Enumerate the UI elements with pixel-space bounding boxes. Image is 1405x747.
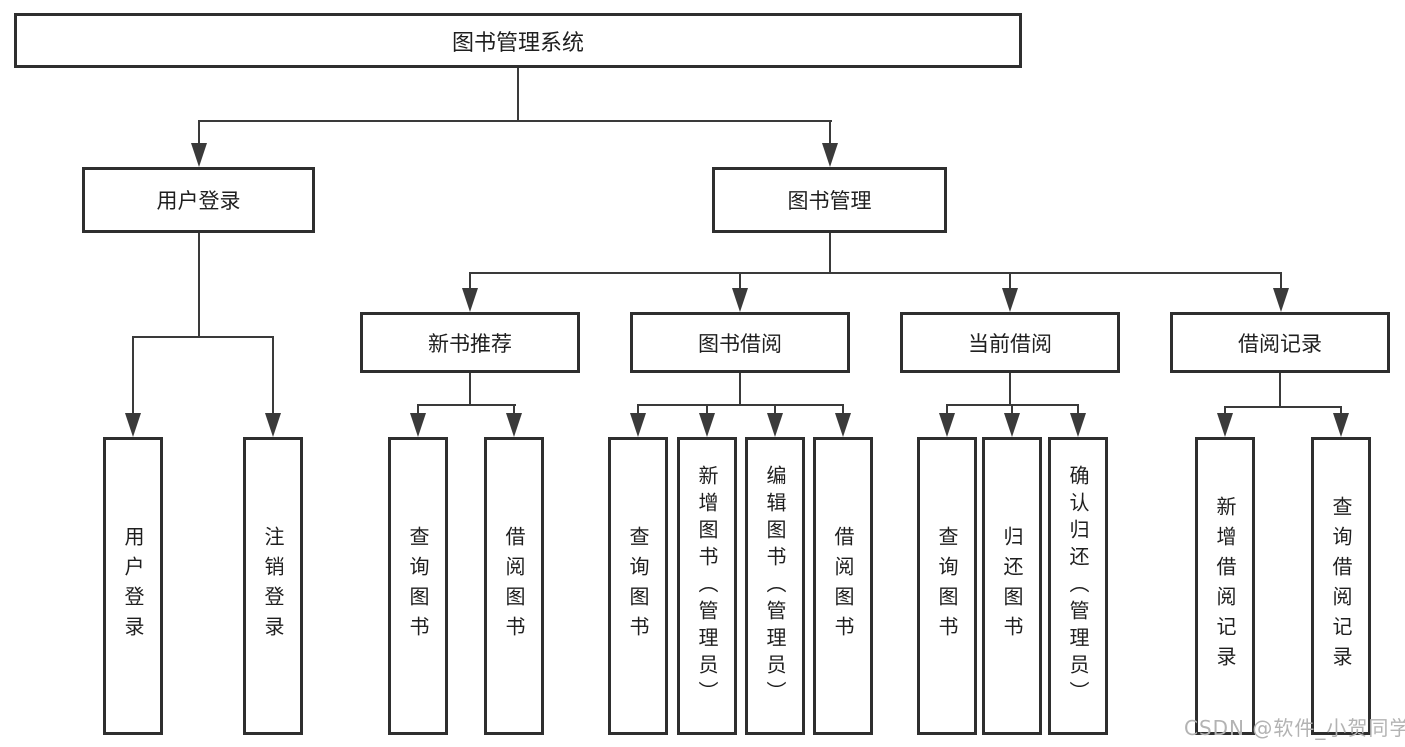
leaf-borrow-add-admin: 新增图书（管理员） bbox=[677, 437, 737, 735]
leaf-current-return-label: 归还图书 bbox=[1000, 526, 1024, 646]
connector-level3-rail bbox=[469, 272, 1282, 274]
connector-stub bbox=[1340, 406, 1342, 415]
connector-stub bbox=[132, 336, 134, 415]
node-root-label: 图书管理系统 bbox=[451, 30, 584, 56]
arrow-down-icon bbox=[410, 413, 426, 437]
leaf-user-login: 用户登录 bbox=[103, 437, 163, 735]
leaf-records-query-label: 查询借阅记录 bbox=[1329, 496, 1353, 676]
connector-rail bbox=[637, 404, 844, 406]
arrow-down-icon bbox=[1004, 413, 1020, 437]
connector-rail bbox=[1224, 406, 1342, 408]
leaf-borrow-edit-admin: 编辑图书（管理员） bbox=[745, 437, 805, 735]
node-borrow-records-label: 借阅记录 bbox=[1238, 331, 1322, 356]
node-user-login: 用户登录 bbox=[82, 167, 315, 233]
connector-stub bbox=[842, 404, 844, 415]
arrow-down-icon bbox=[939, 413, 955, 437]
connector-stub bbox=[513, 404, 515, 415]
leaf-current-confirm-admin-label: 确认归还（管理员） bbox=[1066, 464, 1090, 708]
leaf-logout: 注销登录 bbox=[243, 437, 303, 735]
connector-login-rail bbox=[132, 336, 274, 338]
csdn-watermark: CSDN @软件_小贺同学 bbox=[1184, 716, 1405, 740]
leaf-borrow-edit-admin-label: 编辑图书（管理员） bbox=[763, 464, 787, 708]
leaf-borrow-borrow: 借阅图书 bbox=[813, 437, 873, 735]
connector-level2-rail bbox=[198, 120, 832, 122]
arrow-down-icon bbox=[506, 413, 522, 437]
arrow-down-icon bbox=[462, 288, 478, 312]
leaf-user-login-label: 用户登录 bbox=[121, 526, 145, 646]
leaf-borrow-borrow-label: 借阅图书 bbox=[831, 526, 855, 646]
connector-stub bbox=[417, 404, 419, 415]
arrow-down-icon bbox=[732, 288, 748, 312]
leaf-newbook-query: 查询图书 bbox=[388, 437, 448, 735]
leaf-newbook-borrow-label: 借阅图书 bbox=[502, 526, 526, 646]
arrow-down-icon bbox=[1333, 413, 1349, 437]
leaf-current-query-label: 查询图书 bbox=[935, 526, 959, 646]
leaf-records-add-label: 新增借阅记录 bbox=[1213, 496, 1237, 676]
connector-rail bbox=[417, 404, 516, 406]
connector-stub bbox=[1011, 404, 1013, 415]
leaf-records-add: 新增借阅记录 bbox=[1195, 437, 1255, 735]
connector-stub bbox=[1224, 406, 1226, 415]
leaf-newbook-borrow: 借阅图书 bbox=[484, 437, 544, 735]
node-root: 图书管理系统 bbox=[14, 13, 1022, 68]
connector-stub bbox=[946, 404, 948, 415]
node-book-management-label: 图书管理 bbox=[787, 189, 872, 213]
connector-stub bbox=[706, 404, 708, 415]
arrow-down-icon bbox=[191, 143, 207, 167]
arrow-down-icon bbox=[265, 413, 281, 437]
connector-stub bbox=[829, 120, 831, 145]
connector-stub bbox=[1009, 272, 1011, 290]
leaf-current-return: 归还图书 bbox=[982, 437, 1042, 735]
connector-stub bbox=[469, 272, 471, 290]
node-current-borrow-label: 当前借阅 bbox=[968, 331, 1052, 356]
connector-stem bbox=[1279, 373, 1281, 408]
connector-stub bbox=[1077, 404, 1079, 415]
arrow-down-icon bbox=[630, 413, 646, 437]
arrow-down-icon bbox=[1273, 288, 1289, 312]
leaf-current-query: 查询图书 bbox=[917, 437, 977, 735]
connector-login-stem bbox=[198, 233, 200, 338]
arrow-down-icon bbox=[767, 413, 783, 437]
arrow-down-icon bbox=[125, 413, 141, 437]
leaf-logout-label: 注销登录 bbox=[261, 526, 285, 646]
node-current-borrow: 当前借阅 bbox=[900, 312, 1120, 373]
leaf-borrow-add-admin-label: 新增图书（管理员） bbox=[695, 464, 719, 708]
arrow-down-icon bbox=[699, 413, 715, 437]
leaf-current-confirm-admin: 确认归还（管理员） bbox=[1048, 437, 1108, 735]
connector-stub bbox=[774, 404, 776, 415]
leaf-records-query: 查询借阅记录 bbox=[1311, 437, 1371, 735]
connector-stub bbox=[739, 272, 741, 290]
node-book-borrow: 图书借阅 bbox=[630, 312, 850, 373]
node-new-book-recommend-label: 新书推荐 bbox=[428, 331, 512, 356]
leaf-borrow-query: 查询图书 bbox=[608, 437, 668, 735]
node-book-borrow-label: 图书借阅 bbox=[698, 331, 782, 356]
connector-stem bbox=[469, 373, 471, 406]
node-user-login-label: 用户登录 bbox=[156, 189, 241, 213]
arrow-down-icon bbox=[1070, 413, 1086, 437]
connector-stub bbox=[272, 336, 274, 415]
arrow-down-icon bbox=[1002, 288, 1018, 312]
connector-stem bbox=[1009, 373, 1011, 406]
leaf-newbook-query-label: 查询图书 bbox=[406, 526, 430, 646]
connector-stem bbox=[739, 373, 741, 406]
arrow-down-icon bbox=[835, 413, 851, 437]
node-borrow-records: 借阅记录 bbox=[1170, 312, 1390, 373]
arrow-down-icon bbox=[1217, 413, 1233, 437]
connector-stub bbox=[1280, 272, 1282, 290]
node-new-book-recommend: 新书推荐 bbox=[360, 312, 580, 373]
connector-stub bbox=[637, 404, 639, 415]
connector-mgmt-stem bbox=[829, 233, 831, 274]
connector-root-stem bbox=[517, 68, 519, 122]
connector-stub bbox=[198, 120, 200, 145]
node-book-management: 图书管理 bbox=[712, 167, 947, 233]
leaf-borrow-query-label: 查询图书 bbox=[626, 526, 650, 646]
arrow-down-icon bbox=[822, 143, 838, 167]
